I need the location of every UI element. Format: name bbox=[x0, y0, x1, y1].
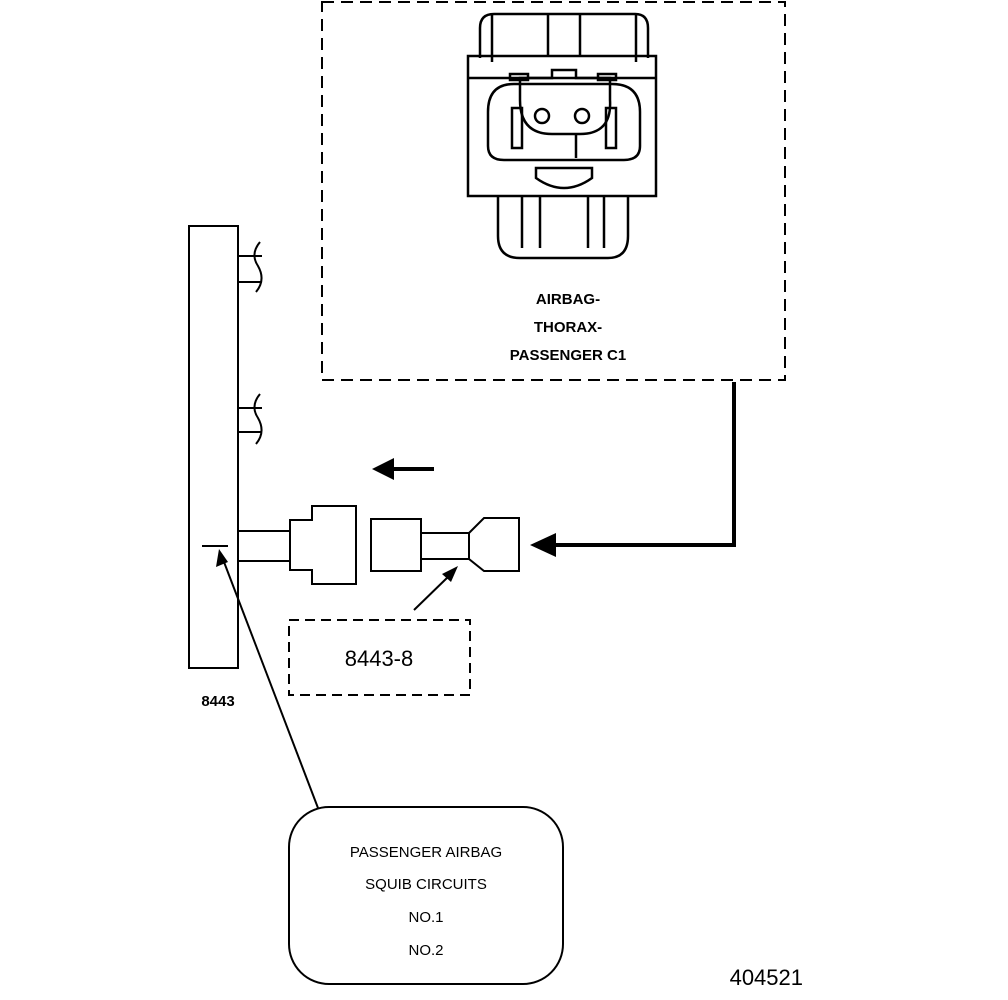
airbag-connector-icon bbox=[466, 12, 658, 260]
circuits-callout-box bbox=[288, 806, 564, 985]
connector-label-line2: THORAX- bbox=[534, 319, 602, 336]
adapter-pointer-arrow bbox=[413, 566, 458, 611]
adapter-assembly bbox=[237, 505, 520, 585]
circuits-callout-line3: NO.1 bbox=[408, 909, 443, 926]
connector-label-line1: AIRBAG- bbox=[536, 291, 600, 308]
circuits-callout-line1: PASSENGER AIRBAG bbox=[350, 844, 502, 861]
connector-label-line3: PASSENGER C1 bbox=[510, 347, 626, 364]
connector-dashed-box bbox=[321, 1, 786, 381]
tester-cable-stub-upper bbox=[238, 241, 263, 293]
figure-number: 404521 bbox=[730, 965, 803, 990]
circuits-callout-line2: SQUIB CIRCUITS bbox=[365, 876, 487, 893]
tester-label: 8443 bbox=[201, 693, 234, 710]
left-arrow-icon bbox=[372, 458, 434, 480]
adapter-label: 8443-8 bbox=[345, 646, 414, 671]
routing-arrowhead bbox=[530, 533, 556, 557]
tester-cable-stub-lower bbox=[238, 393, 263, 445]
circuits-pointer-arrow bbox=[216, 549, 319, 809]
routing-line bbox=[552, 382, 736, 547]
tester-8443 bbox=[188, 225, 239, 669]
circuits-callout-line4: NO.2 bbox=[408, 942, 443, 959]
